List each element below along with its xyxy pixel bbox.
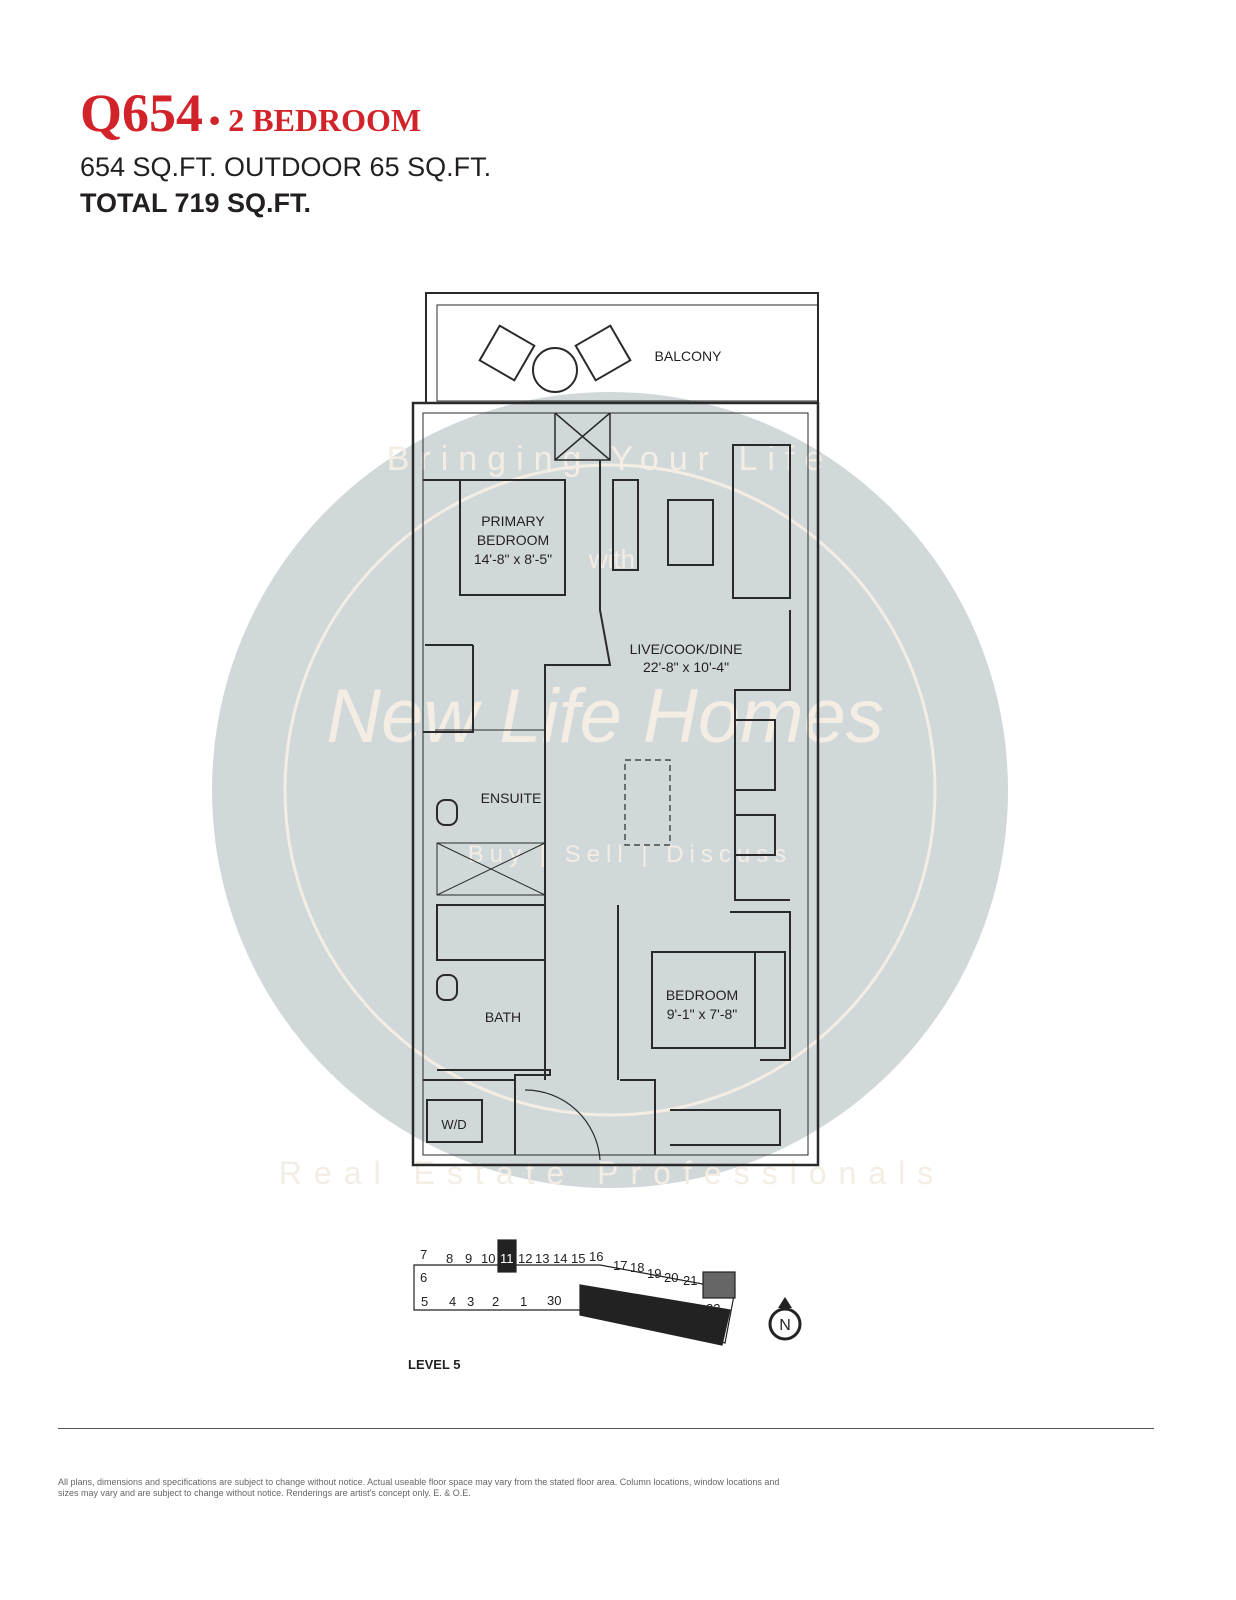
unit-title: Q654• 2 BEDROOM (80, 82, 421, 144)
svg-text:5: 5 (421, 1294, 428, 1309)
balcony-label: BALCONY (655, 348, 723, 364)
bath-label: BATH (485, 1009, 521, 1025)
watermark-bottom: Real Estate Professionals (279, 1155, 945, 1191)
svg-text:2: 2 (492, 1294, 499, 1309)
svg-text:15: 15 (571, 1251, 585, 1266)
washer-dryer-label: W/D (441, 1117, 466, 1132)
svg-text:11: 11 (500, 1251, 514, 1266)
svg-text:8: 8 (446, 1251, 453, 1266)
ensuite-label: ENSUITE (481, 790, 542, 806)
svg-text:13: 13 (535, 1251, 549, 1266)
footer-divider (58, 1428, 1154, 1429)
svg-text:6: 6 (420, 1270, 427, 1285)
svg-text:10: 10 (481, 1251, 495, 1266)
svg-text:30: 30 (547, 1293, 561, 1308)
live-cook-dine-dims: 22'-8" x 10'-4" (643, 659, 729, 675)
svg-text:17: 17 (613, 1258, 627, 1273)
total-area: TOTAL 719 SQ.FT. (80, 188, 312, 218)
svg-text:18: 18 (630, 1260, 644, 1275)
svg-text:N: N (779, 1317, 791, 1334)
key-plan (413, 1239, 736, 1346)
balcony-outline (425, 292, 819, 404)
unit-type: • 2 BEDROOM (209, 102, 422, 138)
svg-text:1: 1 (520, 1294, 527, 1309)
primary-bedroom-label-2: BEDROOM (477, 532, 549, 548)
svg-text:21: 21 (683, 1273, 697, 1288)
svg-text:12: 12 (518, 1251, 532, 1266)
bedroom-label: BEDROOM (666, 987, 738, 1003)
primary-bedroom-label: PRIMARY (481, 513, 545, 529)
svg-text:20: 20 (664, 1270, 678, 1285)
svg-text:22: 22 (706, 1301, 720, 1316)
svg-text:4: 4 (449, 1294, 456, 1309)
unit-outer-wall (411, 401, 820, 1167)
svg-text:14: 14 (553, 1251, 567, 1266)
svg-text:7: 7 (420, 1247, 427, 1262)
north-arrow-icon: N (768, 1297, 802, 1341)
level-label: LEVEL 5 (408, 1357, 461, 1372)
unit-code: Q654 (80, 83, 204, 143)
svg-text:3: 3 (467, 1294, 474, 1309)
bedroom-dims: 9'-1" x 7'-8" (667, 1006, 738, 1022)
live-cook-dine-label: LIVE/COOK/DINE (630, 641, 743, 657)
watermark-brand: New Life Homes (326, 674, 884, 759)
disclaimer: All plans, dimensions and specifications… (58, 1477, 780, 1498)
watermark-ring (283, 463, 937, 1117)
interior-area: 654 SQ.FT. OUTDOOR 65 SQ.FT. (80, 152, 492, 182)
watermark-top: Bringing Your Life (387, 440, 834, 478)
svg-text:9: 9 (465, 1251, 472, 1266)
svg-text:16: 16 (589, 1249, 603, 1264)
primary-bedroom-dims: 14'-8" x 8'-5" (474, 551, 552, 567)
watermark-circle (212, 392, 1008, 1188)
svg-text:19: 19 (647, 1266, 661, 1281)
